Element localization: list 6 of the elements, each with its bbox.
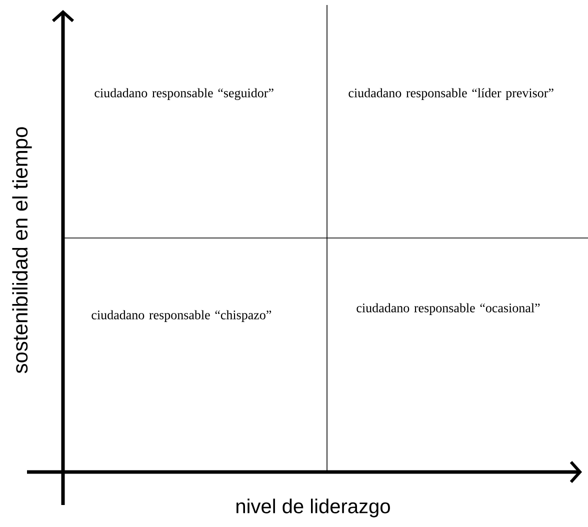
quadrant-label: ciudadano responsable “ocasional” (356, 303, 540, 315)
quadrant-label: ciudadano responsable “chispazo” (92, 310, 272, 322)
quadrant-label: ciudadano responsable “seguidor” (94, 88, 274, 100)
axis-title: sostenibilidad en el tiempo (12, 127, 32, 374)
axis-title: nivel de liderazgo (236, 498, 390, 518)
quadrant-label: ciudadano responsable “líder previsor” (348, 88, 554, 100)
